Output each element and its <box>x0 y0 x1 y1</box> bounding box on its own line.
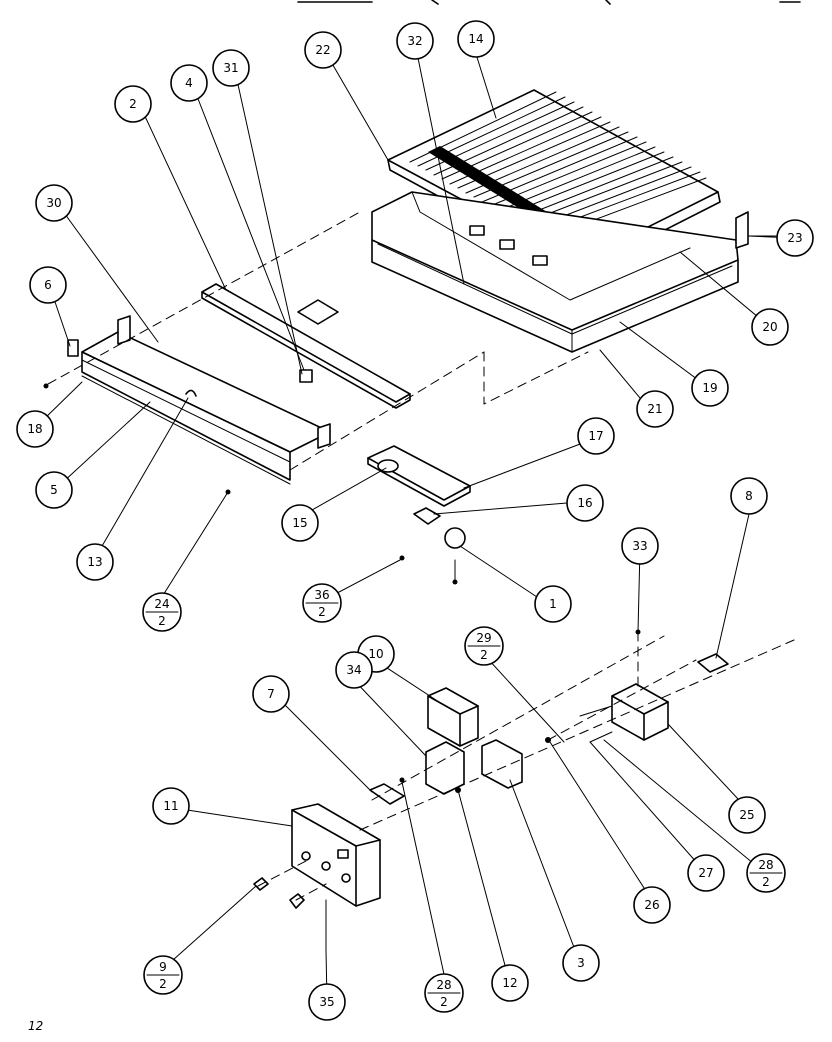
callout-27-text: 27 <box>698 866 713 880</box>
callout-28-2-bottom: 28 2 <box>424 973 464 1013</box>
callout-22: 22 <box>304 31 342 69</box>
callout-2-text: 2 <box>129 97 137 111</box>
callout-5: 5 <box>35 471 73 509</box>
callout-23-text: 23 <box>787 231 802 245</box>
callout-11-text: 11 <box>163 799 178 813</box>
callout-27: 27 <box>687 854 725 892</box>
callout-14-text: 14 <box>468 32 483 46</box>
callout-36-2-den: 2 <box>318 605 326 619</box>
control-components <box>369 687 523 805</box>
callout-20: 20 <box>751 308 789 346</box>
callout-14: 14 <box>457 20 495 58</box>
leader-lines <box>40 53 796 1003</box>
callout-13-text: 13 <box>87 555 102 569</box>
callout-17: 17 <box>577 417 615 455</box>
callout-32: 32 <box>396 22 434 60</box>
callout-1: 1 <box>534 585 572 623</box>
part-11-control-housing <box>291 803 381 907</box>
callout-34-text: 34 <box>346 663 361 677</box>
callout-3: 3 <box>562 944 600 982</box>
assembly-lines <box>47 211 795 901</box>
part-17-light-housing <box>367 445 471 585</box>
callout-8-text: 8 <box>745 489 753 503</box>
callout-33: 33 <box>621 527 659 565</box>
callout-29-2-den: 2 <box>480 648 488 662</box>
callout-9-2-num: 9 <box>159 960 167 974</box>
callout-35-text: 35 <box>319 995 334 1009</box>
part-25-thermostat-bracket <box>545 629 729 743</box>
callout-19: 19 <box>691 369 729 407</box>
callout-24-2: 24 2 <box>142 592 182 632</box>
callout-5-text: 5 <box>50 483 58 497</box>
callout-20-text: 20 <box>762 320 777 334</box>
callout-12: 12 <box>491 964 529 1002</box>
page-number: 12 <box>28 1019 43 1033</box>
callout-18-text: 18 <box>27 422 42 436</box>
callout-22-text: 22 <box>315 43 330 57</box>
callout-29-2: 29 2 <box>464 626 504 666</box>
callout-9-2: 9 2 <box>143 955 183 995</box>
part-9-knob <box>253 877 327 951</box>
callout-15: 15 <box>281 504 319 542</box>
callout-23: 23 <box>776 219 814 257</box>
callout-34: 34 <box>335 651 373 689</box>
callout-11: 11 <box>152 787 190 825</box>
callout-6: 6 <box>29 266 67 304</box>
callout-28-2-bottom-num: 28 <box>436 978 451 992</box>
callout-7: 7 <box>252 675 290 713</box>
callout-32-text: 32 <box>407 34 422 48</box>
callout-28-2-right-den: 2 <box>762 875 770 889</box>
part-23-clip <box>735 211 777 249</box>
callout-4: 4 <box>170 64 208 102</box>
callout-3-text: 3 <box>577 956 585 970</box>
callout-17-text: 17 <box>588 429 603 443</box>
callout-10-text: 10 <box>368 647 383 661</box>
callout-25: 25 <box>728 796 766 834</box>
callout-2: 2 <box>114 85 152 123</box>
callout-26: 26 <box>633 886 671 924</box>
callout-6-text: 6 <box>44 278 52 292</box>
callout-36-2: 36 2 <box>302 583 342 623</box>
part-20-cover-frame <box>371 191 739 353</box>
screws <box>43 383 405 783</box>
callout-35: 35 <box>308 983 346 1021</box>
callout-16-text: 16 <box>577 496 592 510</box>
callout-21-text: 21 <box>647 402 662 416</box>
callout-15-text: 15 <box>292 516 307 530</box>
part-14-shelf-plate <box>387 89 721 274</box>
callout-18: 18 <box>16 410 54 448</box>
callout-26-text: 26 <box>644 898 659 912</box>
callout-8: 8 <box>730 477 768 515</box>
callout-9-2-den: 2 <box>159 977 167 991</box>
callout-30: 30 <box>35 184 73 222</box>
part-2-rail <box>201 283 411 409</box>
callout-31-text: 31 <box>223 61 238 75</box>
callout-31: 31 <box>212 49 250 87</box>
callout-25-text: 25 <box>739 808 754 822</box>
callout-28-2-right-num: 28 <box>758 858 773 872</box>
callout-33-text: 33 <box>632 539 647 553</box>
callout-21: 21 <box>636 390 674 428</box>
callout-13: 13 <box>76 543 114 581</box>
top-edge-marks <box>297 0 801 5</box>
callout-24-2-num: 24 <box>154 597 169 611</box>
callout-29-2-num: 29 <box>476 631 491 645</box>
callout-16: 16 <box>566 484 604 522</box>
callout-19-text: 19 <box>702 381 717 395</box>
callout-4-text: 4 <box>185 76 193 90</box>
callout-30-text: 30 <box>46 196 61 210</box>
callout-28-2-right: 28 2 <box>746 853 786 893</box>
callout-12-text: 12 <box>502 976 517 990</box>
callout-36-2-num: 36 <box>314 588 329 602</box>
part-30-flap <box>67 315 331 485</box>
callout-1-text: 1 <box>549 597 557 611</box>
callout-24-2-den: 2 <box>158 614 166 628</box>
callout-7-text: 7 <box>267 687 275 701</box>
callout-28-2-bottom-den: 2 <box>440 995 448 1009</box>
